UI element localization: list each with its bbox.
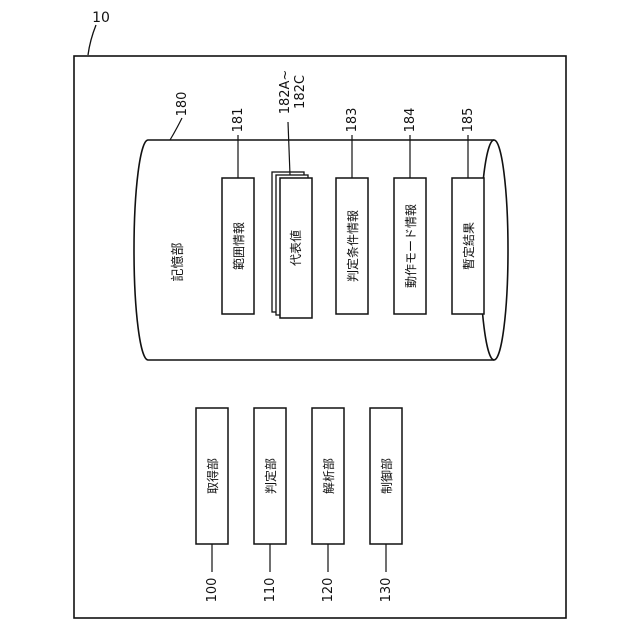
unit-acquisition: 取得部 100 [196,408,228,602]
provisional-result-ref: 185 [461,108,476,133]
representative-value-label: 代表値 [288,230,303,266]
device-ref-label: 10 [92,10,110,26]
unit-judgment: 判定部 110 [254,408,286,602]
representative-value-ref-line2: 182C [293,75,308,109]
device-ref-leader [88,25,96,55]
cylinder-body-lines [148,140,494,360]
judgment-condition-label: 判定条件情報 [345,210,360,282]
unit-analysis: 解析部 120 [312,408,344,602]
device-ref-group: 10 [88,10,110,55]
cylinder-left-cap [134,140,148,360]
storage-item-operation-mode: 動作モード情報 184 [394,108,426,314]
operation-mode-ref: 184 [403,108,418,133]
storage-item-provisional-result: 暫定結果 185 [452,108,484,314]
storage-ref-label: 180 [175,92,190,117]
storage-label: 記憶部 [170,242,186,281]
control-label: 制御部 [379,458,394,494]
analysis-label: 解析部 [321,458,336,494]
range-info-label: 範囲情報 [231,222,246,270]
range-info-ref: 181 [231,108,246,133]
acquisition-ref: 100 [205,578,220,603]
representative-value-ref-line1: 182A~ [278,70,293,115]
representative-value-leader [288,122,290,175]
storage-item-range-info: 範囲情報 181 [222,108,254,314]
control-ref: 130 [379,578,394,603]
unit-control: 制御部 130 [370,408,402,602]
operation-mode-label: 動作モード情報 [404,204,418,288]
storage-item-judgment-condition: 判定条件情報 183 [336,108,368,314]
storage-ref-leader [170,118,182,140]
judgment-condition-ref: 183 [345,108,360,133]
storage-item-representative-value: 代表値 182A~ 182C [272,70,312,318]
judgment-label: 判定部 [263,458,278,494]
provisional-result-label: 暫定結果 [461,222,476,270]
storage-ref-group: 180 [170,92,190,140]
acquisition-label: 取得部 [205,458,220,494]
judgment-ref: 110 [263,578,278,603]
analysis-ref: 120 [321,578,336,603]
